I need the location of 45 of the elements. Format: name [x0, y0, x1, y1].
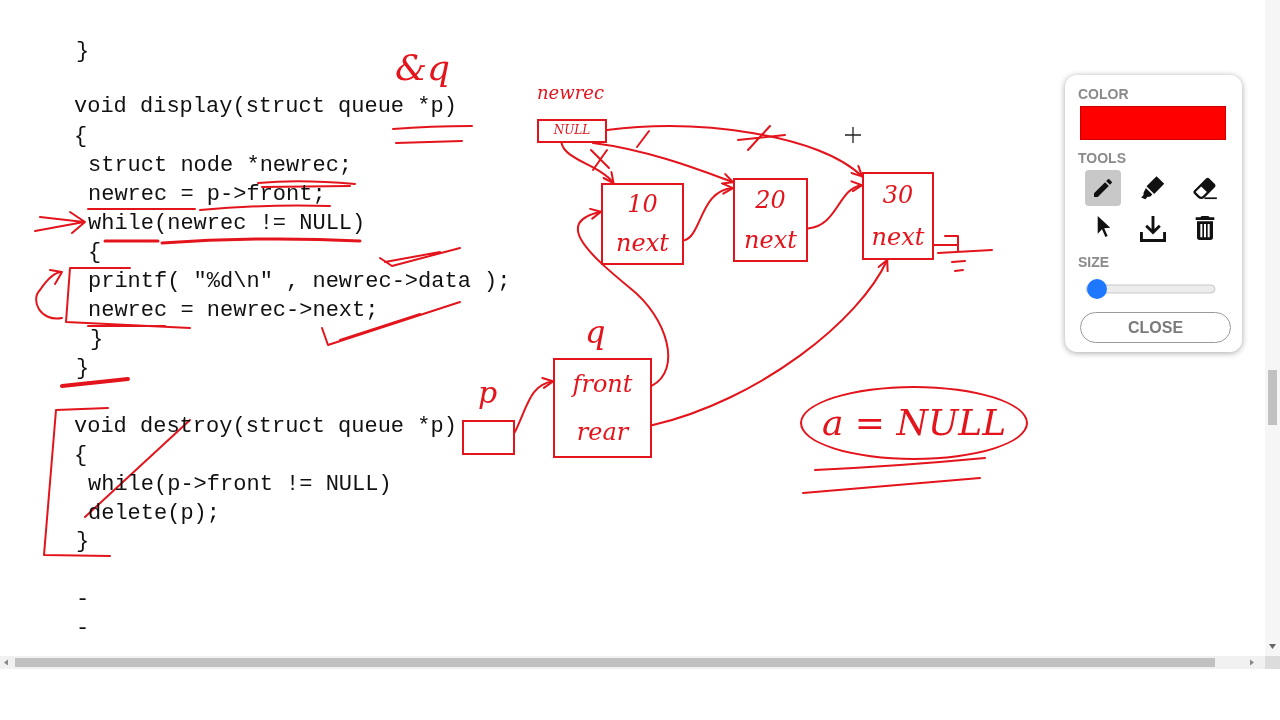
list-node-box	[733, 178, 808, 262]
node-value: 20	[755, 186, 786, 214]
code-line: }	[76, 530, 90, 554]
code-line: {	[74, 125, 88, 149]
arrow	[606, 125, 863, 178]
next-field: next	[744, 226, 797, 254]
handwritten-note: &q	[395, 48, 451, 88]
code-line: printf( "%d\n" , newrec->data );	[88, 270, 511, 294]
code-line: newrec = p->front;	[88, 183, 326, 207]
next-field: next	[616, 230, 669, 257]
arrow	[651, 259, 889, 427]
node-value: 30	[882, 181, 914, 209]
code-line: }	[76, 40, 90, 64]
list-node-box	[601, 183, 684, 265]
variable-label: newrec	[537, 84, 604, 102]
node-value: 10	[627, 191, 658, 218]
code-line: while(newrec != NULL)	[88, 212, 366, 236]
arrow	[560, 142, 615, 184]
close-button: CLOSE	[1080, 312, 1231, 343]
code-line: newrec = newrec->next;	[88, 299, 379, 323]
arrow	[807, 181, 863, 230]
code-line: {	[88, 241, 102, 265]
arrow	[683, 183, 734, 242]
next-field: next	[871, 223, 925, 251]
code-line: delete(p);	[88, 502, 221, 526]
code-line: -	[76, 617, 90, 641]
front-field: front	[572, 370, 633, 398]
arrow	[576, 208, 670, 387]
section-label: COLOR	[1078, 86, 1129, 102]
circled-note: a = NULL	[800, 386, 1028, 460]
code-line: {	[74, 444, 88, 468]
variable-label: q	[585, 316, 606, 348]
code-line: }	[90, 328, 104, 352]
section-label: SIZE	[1078, 254, 1110, 270]
arrow	[592, 142, 734, 185]
pointer-box: NULL	[537, 119, 607, 143]
rear-field: rear	[576, 418, 629, 446]
code-line: -	[76, 588, 90, 612]
code-line: struct node *newrec;	[88, 154, 353, 178]
code-line: void display(struct queue *p)	[74, 95, 457, 119]
list-node-box	[862, 172, 934, 260]
variable-label: p	[478, 378, 498, 408]
code-line: }	[76, 357, 90, 381]
arrow	[514, 377, 554, 433]
section-label: TOOLS	[1078, 150, 1126, 166]
